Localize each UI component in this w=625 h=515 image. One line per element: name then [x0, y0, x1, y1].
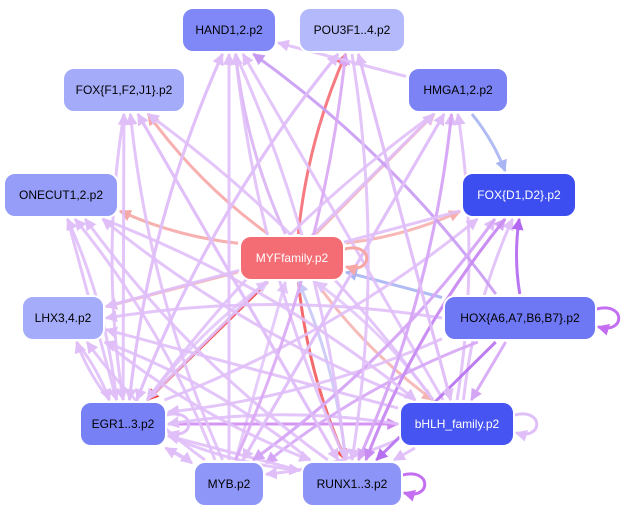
node-box-bhlh [399, 401, 515, 447]
node-box-hox [443, 295, 597, 341]
self-loop-runx [401, 472, 427, 502]
node-label-lhx: LHX3,4.p2 [35, 311, 92, 325]
node-label-bhlh: bHLH_family.p2 [415, 417, 500, 431]
edge-hox-to-myf [344, 269, 443, 299]
node-myb[interactable]: MYB.p2 [193, 461, 265, 507]
edge-myb-to-onecut [73, 218, 217, 461]
node-foxf[interactable]: FOX{F1,F2,J1}.p2 [62, 67, 186, 113]
edge-foxf-to-egr [110, 113, 128, 402]
node-runx[interactable]: RUNX1..3.p2 [301, 461, 403, 507]
node-hox[interactable]: HOX{A6,A7,B6,B7}.p2 [443, 295, 597, 341]
edge-hmga-to-myb [241, 113, 446, 462]
node-label-egr: EGR1..3.p2 [92, 417, 155, 431]
self-loop-myf [343, 246, 369, 276]
edge-hox-to-foxd [511, 217, 524, 295]
node-myf[interactable]: MYFfamily.p2 [239, 235, 345, 281]
edge-hand-to-egr [124, 53, 224, 402]
self-loop-egr [165, 412, 191, 442]
edge-foxf-to-runx [136, 113, 340, 462]
node-egr[interactable]: EGR1..3.p2 [79, 401, 167, 447]
edge-myf-to-onecut [118, 209, 239, 245]
edge-lhx-to-runx [103, 340, 312, 462]
edge-myf-to-bhlh [314, 281, 435, 402]
edge-onecut-to-bhlh [101, 217, 417, 402]
node-label-onecut: ONECUT1,2.p2 [19, 188, 103, 202]
self-loop-bhlh [513, 412, 539, 442]
node-onecut[interactable]: ONECUT1,2.p2 [3, 172, 119, 218]
node-label-hox: HOX{A6,A7,B6,B7}.p2 [460, 311, 580, 325]
node-hand[interactable]: HAND1,2.p2 [181, 7, 277, 53]
edge-hox-to-lhx [104, 303, 443, 323]
node-label-hand: HAND1,2.p2 [195, 23, 263, 37]
node-box-myb [193, 461, 265, 507]
node-foxd[interactable]: FOX{D1,D2}.p2 [461, 172, 577, 218]
edge-bhlh-to-onecut [101, 217, 417, 402]
edge-hmga-to-runx [357, 113, 453, 462]
edge-egr-to-foxd [163, 217, 479, 402]
node-pou[interactable]: POU3F1..4.p2 [298, 7, 406, 53]
edge-hox-to-hand [252, 52, 498, 295]
node-box-onecut [3, 172, 119, 218]
node-label-hmga: HMGA1,2.p2 [423, 83, 493, 97]
node-box-foxf [62, 67, 186, 113]
edge-bhlh-to-hand [241, 52, 445, 401]
node-box-egr [79, 401, 167, 447]
edge-pou-to-bhlh [356, 53, 454, 402]
node-label-foxf: FOX{F1,F2,J1}.p2 [76, 83, 173, 97]
node-lhx[interactable]: LHX3,4.p2 [21, 295, 105, 341]
self-loops-layer [165, 246, 621, 502]
node-bhlh[interactable]: bHLH_family.p2 [399, 401, 515, 447]
edge-hox-to-egr [166, 337, 443, 417]
edge-bhlh-to-runx [392, 446, 416, 462]
edge-runx-to-lhx [103, 340, 312, 462]
edge-myf-to-foxf [146, 113, 269, 236]
node-box-lhx [21, 295, 105, 341]
node-box-pou [298, 7, 406, 53]
node-box-hmga [407, 67, 509, 113]
node-box-myf [239, 235, 345, 281]
edge-pou-to-egr [135, 53, 340, 402]
node-label-myf: MYFfamily.p2 [256, 251, 329, 265]
node-box-foxd [461, 172, 577, 218]
edge-pou-to-runx [347, 53, 370, 462]
edge-runx-to-egr [166, 432, 301, 472]
node-label-myb: MYB.p2 [208, 477, 251, 491]
node-box-hand [181, 7, 277, 53]
edge-foxd-to-myb [252, 218, 497, 462]
edge-hmga-to-hand [276, 39, 407, 78]
edge-myb-to-egr [164, 446, 193, 465]
edge-hmga-to-foxd [470, 113, 507, 173]
edge-hox-to-bhlh [470, 341, 507, 402]
edge-foxd-to-runx [364, 218, 507, 462]
self-loop-hox [595, 306, 621, 336]
edge-bhlh-to-egr [166, 413, 399, 429]
node-hmga[interactable]: HMGA1,2.p2 [407, 67, 509, 113]
edge-egr-to-foxf [117, 112, 130, 401]
node-label-foxd: FOX{D1,D2}.p2 [477, 188, 561, 202]
node-label-pou: POU3F1..4.p2 [314, 23, 391, 37]
node-box-runx [301, 461, 403, 507]
edge-lhx-to-egr [75, 341, 112, 402]
edge-myf-to-pou [296, 52, 348, 235]
node-label-runx: RUNX1..3.p2 [317, 477, 388, 491]
